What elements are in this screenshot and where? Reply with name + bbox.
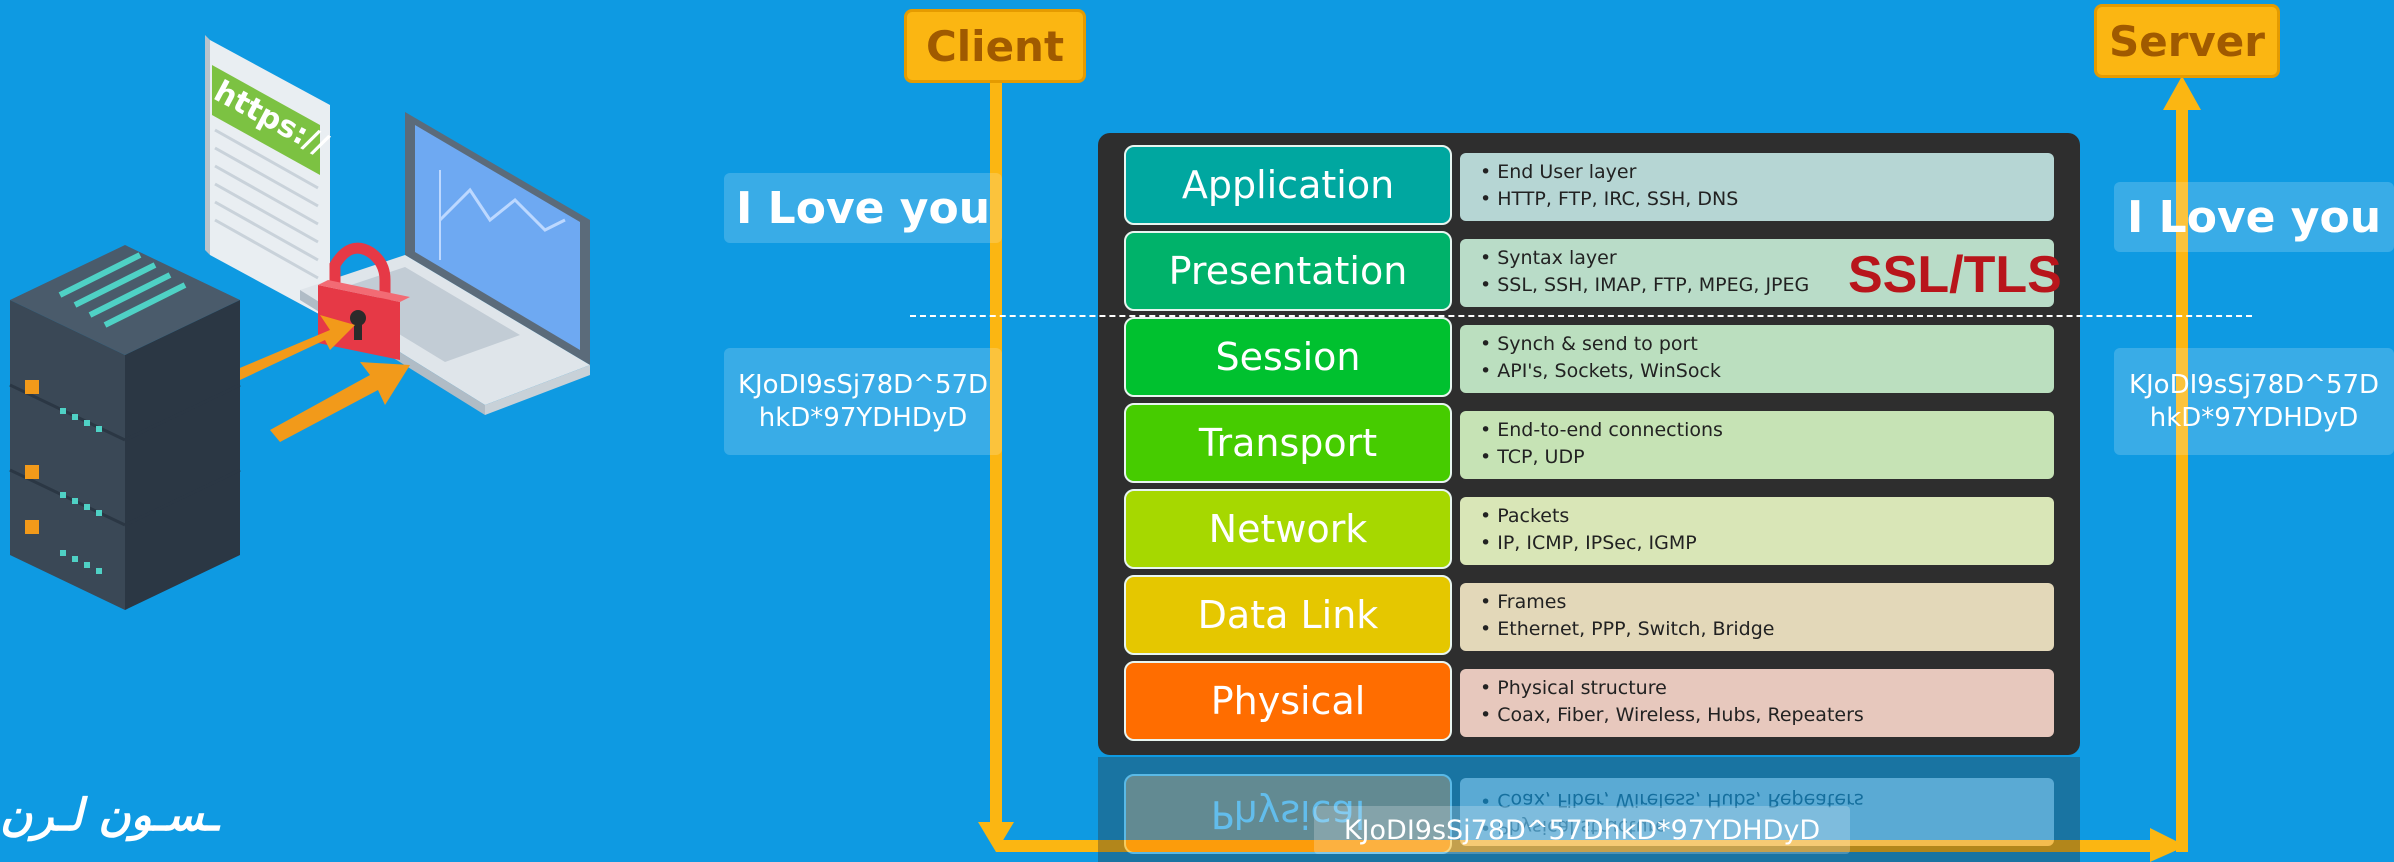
server-up-line xyxy=(2176,100,2188,852)
layer-detail: • Coax, Fiber, Wireless, Hubs, Repeaters xyxy=(1480,704,1864,726)
server-plaintext: I Love you xyxy=(2114,182,2394,252)
layer-detail: • HTTP, FTP, IRC, SSH, DNS xyxy=(1480,188,1739,210)
server-icon xyxy=(9,245,241,610)
layer-name: Physical xyxy=(1124,661,1452,741)
layer-detail: • SSL, SSH, IMAP, FTP, MPEG, JPEG xyxy=(1480,274,1810,296)
layer-description: • Frames • Ethernet, PPP, Switch, Bridge xyxy=(1460,583,2054,651)
document-icon xyxy=(205,35,330,320)
layer-description: • Synch & send to port • API's, Sockets,… xyxy=(1460,325,2054,393)
layer-name: Network xyxy=(1124,489,1452,569)
layer-detail: • Packets xyxy=(1480,505,1570,527)
layer-detail: • Frames xyxy=(1480,591,1567,613)
layer-detail: • End User layer xyxy=(1480,161,1637,183)
layer-row-session: Session • Synch & send to port • API's, … xyxy=(1124,317,2054,397)
layer-name: Session xyxy=(1124,317,1452,397)
layer-name: Data Link xyxy=(1124,575,1452,655)
layer-row-transport: Transport • End-to-end connections • TCP… xyxy=(1124,403,2054,483)
layer-detail: • API's, Sockets, WinSock xyxy=(1480,360,1721,382)
ssl-boundary-divider xyxy=(910,315,2252,317)
layer-detail: • TCP, UDP xyxy=(1480,446,1585,468)
server-cipher-line1: KJoDI9sSj78D^57D xyxy=(2128,369,2380,400)
brand-logo: ـسـون لـرن xyxy=(0,790,219,841)
layer-description: • Syntax layer • SSL, SSH, IMAP, FTP, MP… xyxy=(1460,239,2054,307)
layer-detail: • End-to-end connections xyxy=(1480,419,1723,441)
layer-row-physical: Physical • Physical structure • Coax, Fi… xyxy=(1124,661,2054,741)
bottom-line xyxy=(996,840,2166,852)
layer-row-network: Network • Packets • IP, ICMP, IPSec, IGM… xyxy=(1124,489,2054,569)
layer-name: Presentation xyxy=(1124,231,1452,311)
layer-name: Application xyxy=(1124,145,1452,225)
layer-row-presentation: Presentation • Syntax layer • SSL, SSH, … xyxy=(1124,231,2054,311)
client-label: Client xyxy=(904,9,1086,83)
transmitted-ciphertext: KJoDI9sSj78D^57DhkD*97YDHDyD xyxy=(1314,806,1850,854)
server-ciphertext: KJoDI9sSj78D^57D hkD*97YDHDyD xyxy=(2114,348,2394,455)
layer-detail: • Physical structure xyxy=(1480,677,1667,699)
security-illustration: https:// xyxy=(9,35,590,610)
client-plaintext: I Love you xyxy=(724,173,1002,243)
server-up-arrowhead xyxy=(2163,76,2201,110)
layer-description: • Physical structure • Coax, Fiber, Wire… xyxy=(1460,669,2054,737)
client-ciphertext: KJoDI9sSj78D^57D hkD*97YDHDyD xyxy=(724,348,1002,455)
layer-detail: • IP, ICMP, IPSec, IGMP xyxy=(1480,532,1697,554)
client-down-line xyxy=(990,78,1002,830)
server-label: Server xyxy=(2094,4,2280,78)
server-cipher-line2: hkD*97YDHDyD xyxy=(2149,402,2359,433)
bottom-arrowhead xyxy=(2150,828,2186,862)
osi-model-panel: Application • End User layer • HTTP, FTP… xyxy=(1098,133,2080,755)
ssl-tls-label: SSL/TLS xyxy=(1848,246,2062,304)
layer-detail: • Ethernet, PPP, Switch, Bridge xyxy=(1480,618,1775,640)
transfer-arrows-icon xyxy=(235,315,410,442)
layer-description: • End-to-end connections • TCP, UDP xyxy=(1460,411,2054,479)
layer-detail: • Synch & send to port xyxy=(1480,333,1698,355)
client-down-arrowhead xyxy=(978,822,1014,852)
layer-row-application: Application • End User layer • HTTP, FTP… xyxy=(1124,145,2054,225)
layer-name: Transport xyxy=(1124,403,1452,483)
client-cipher-line2: hkD*97YDHDyD xyxy=(758,402,968,433)
layer-detail: • Syntax layer xyxy=(1480,247,1617,269)
layer-row-data-link: Data Link • Frames • Ethernet, PPP, Swit… xyxy=(1124,575,2054,655)
layer-description: • End User layer • HTTP, FTP, IRC, SSH, … xyxy=(1460,153,2054,221)
layer-description: • Packets • IP, ICMP, IPSec, IGMP xyxy=(1460,497,2054,565)
client-cipher-line1: KJoDI9sSj78D^57D xyxy=(737,369,989,400)
